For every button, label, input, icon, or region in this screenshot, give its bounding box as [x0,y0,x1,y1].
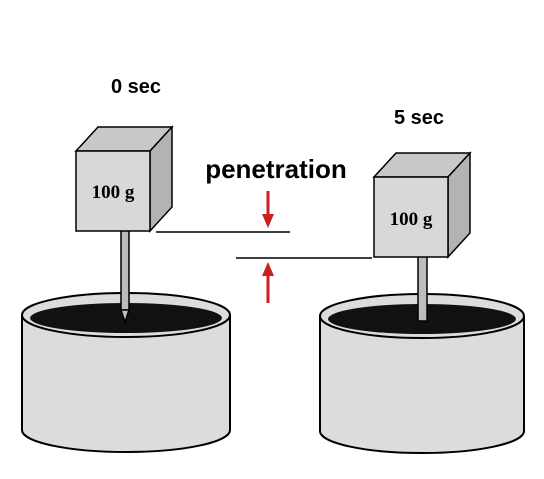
left-weight-label: 100 g [92,182,135,203]
right-time-label: 5 sec [394,107,444,129]
right-cube-front [373,176,449,258]
right-weight-cube: 100 g [372,151,472,259]
left-needle [119,227,131,325]
left-time-label: 0 sec [111,76,161,98]
right-container-body [319,316,525,454]
down-arrow-icon [262,191,274,228]
left-cube-front [75,150,151,232]
left-apparatus: 100 g 0 sec [21,76,231,453]
right-apparatus: 100 g 5 sec [319,107,525,454]
left-weight-cube: 100 g [74,125,174,233]
penetration-indicator: penetration [156,154,372,303]
penetration-label: penetration [205,154,347,184]
left-container-body [21,315,231,453]
right-needle [417,254,428,322]
up-arrow-icon [262,262,274,303]
right-weight-label: 100 g [390,209,433,230]
